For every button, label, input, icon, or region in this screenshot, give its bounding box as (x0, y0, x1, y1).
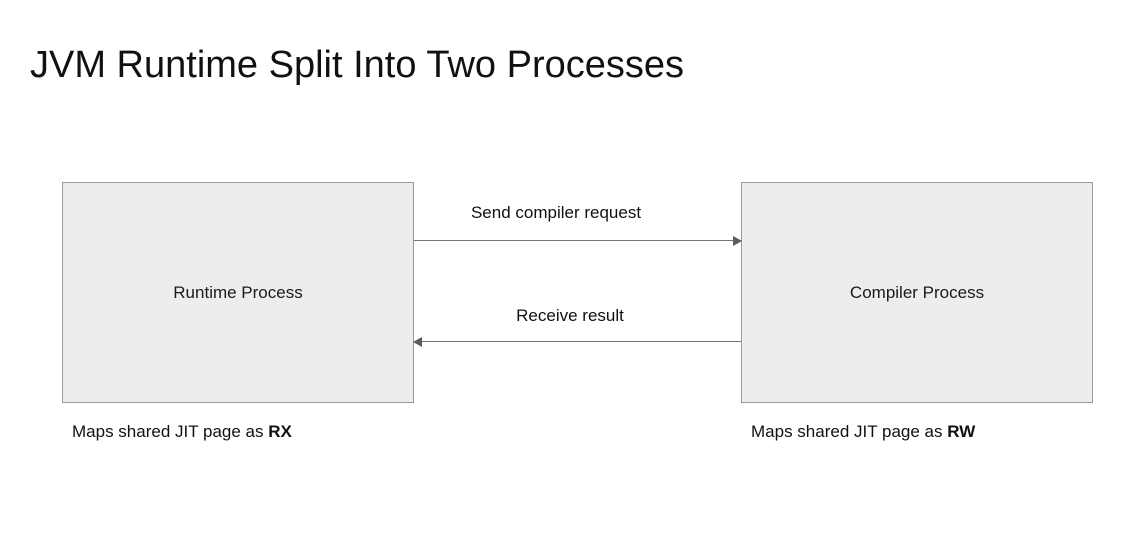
edge-label-send-compiler-request: Send compiler request (470, 203, 642, 222)
caption-runtime-text: Maps shared JIT page as (72, 422, 269, 441)
caption-compiler-text: Maps shared JIT page as (751, 422, 948, 441)
process-box-runtime: Runtime Process (62, 182, 414, 403)
arrow-head-right-icon (733, 236, 742, 246)
arrow-right-send-compiler-request (414, 236, 742, 246)
arrow-head-left-icon (413, 337, 422, 347)
process-box-runtime-label: Runtime Process (173, 282, 303, 302)
arrow-shaft (414, 240, 741, 241)
caption-runtime-permission: RX (268, 422, 292, 441)
edge-label-receive-result: Receive result (516, 306, 624, 325)
arrow-shaft (414, 341, 741, 342)
page-title: JVM Runtime Split Into Two Processes (30, 44, 684, 86)
process-box-compiler: Compiler Process (741, 182, 1093, 403)
process-box-compiler-label: Compiler Process (849, 282, 985, 302)
arrow-left-receive-result (413, 337, 741, 347)
caption-runtime-mapping: Maps shared JIT page as RX (72, 421, 292, 443)
caption-compiler-permission: RW (947, 422, 976, 441)
caption-compiler-mapping: Maps shared JIT page as RW (751, 421, 975, 443)
